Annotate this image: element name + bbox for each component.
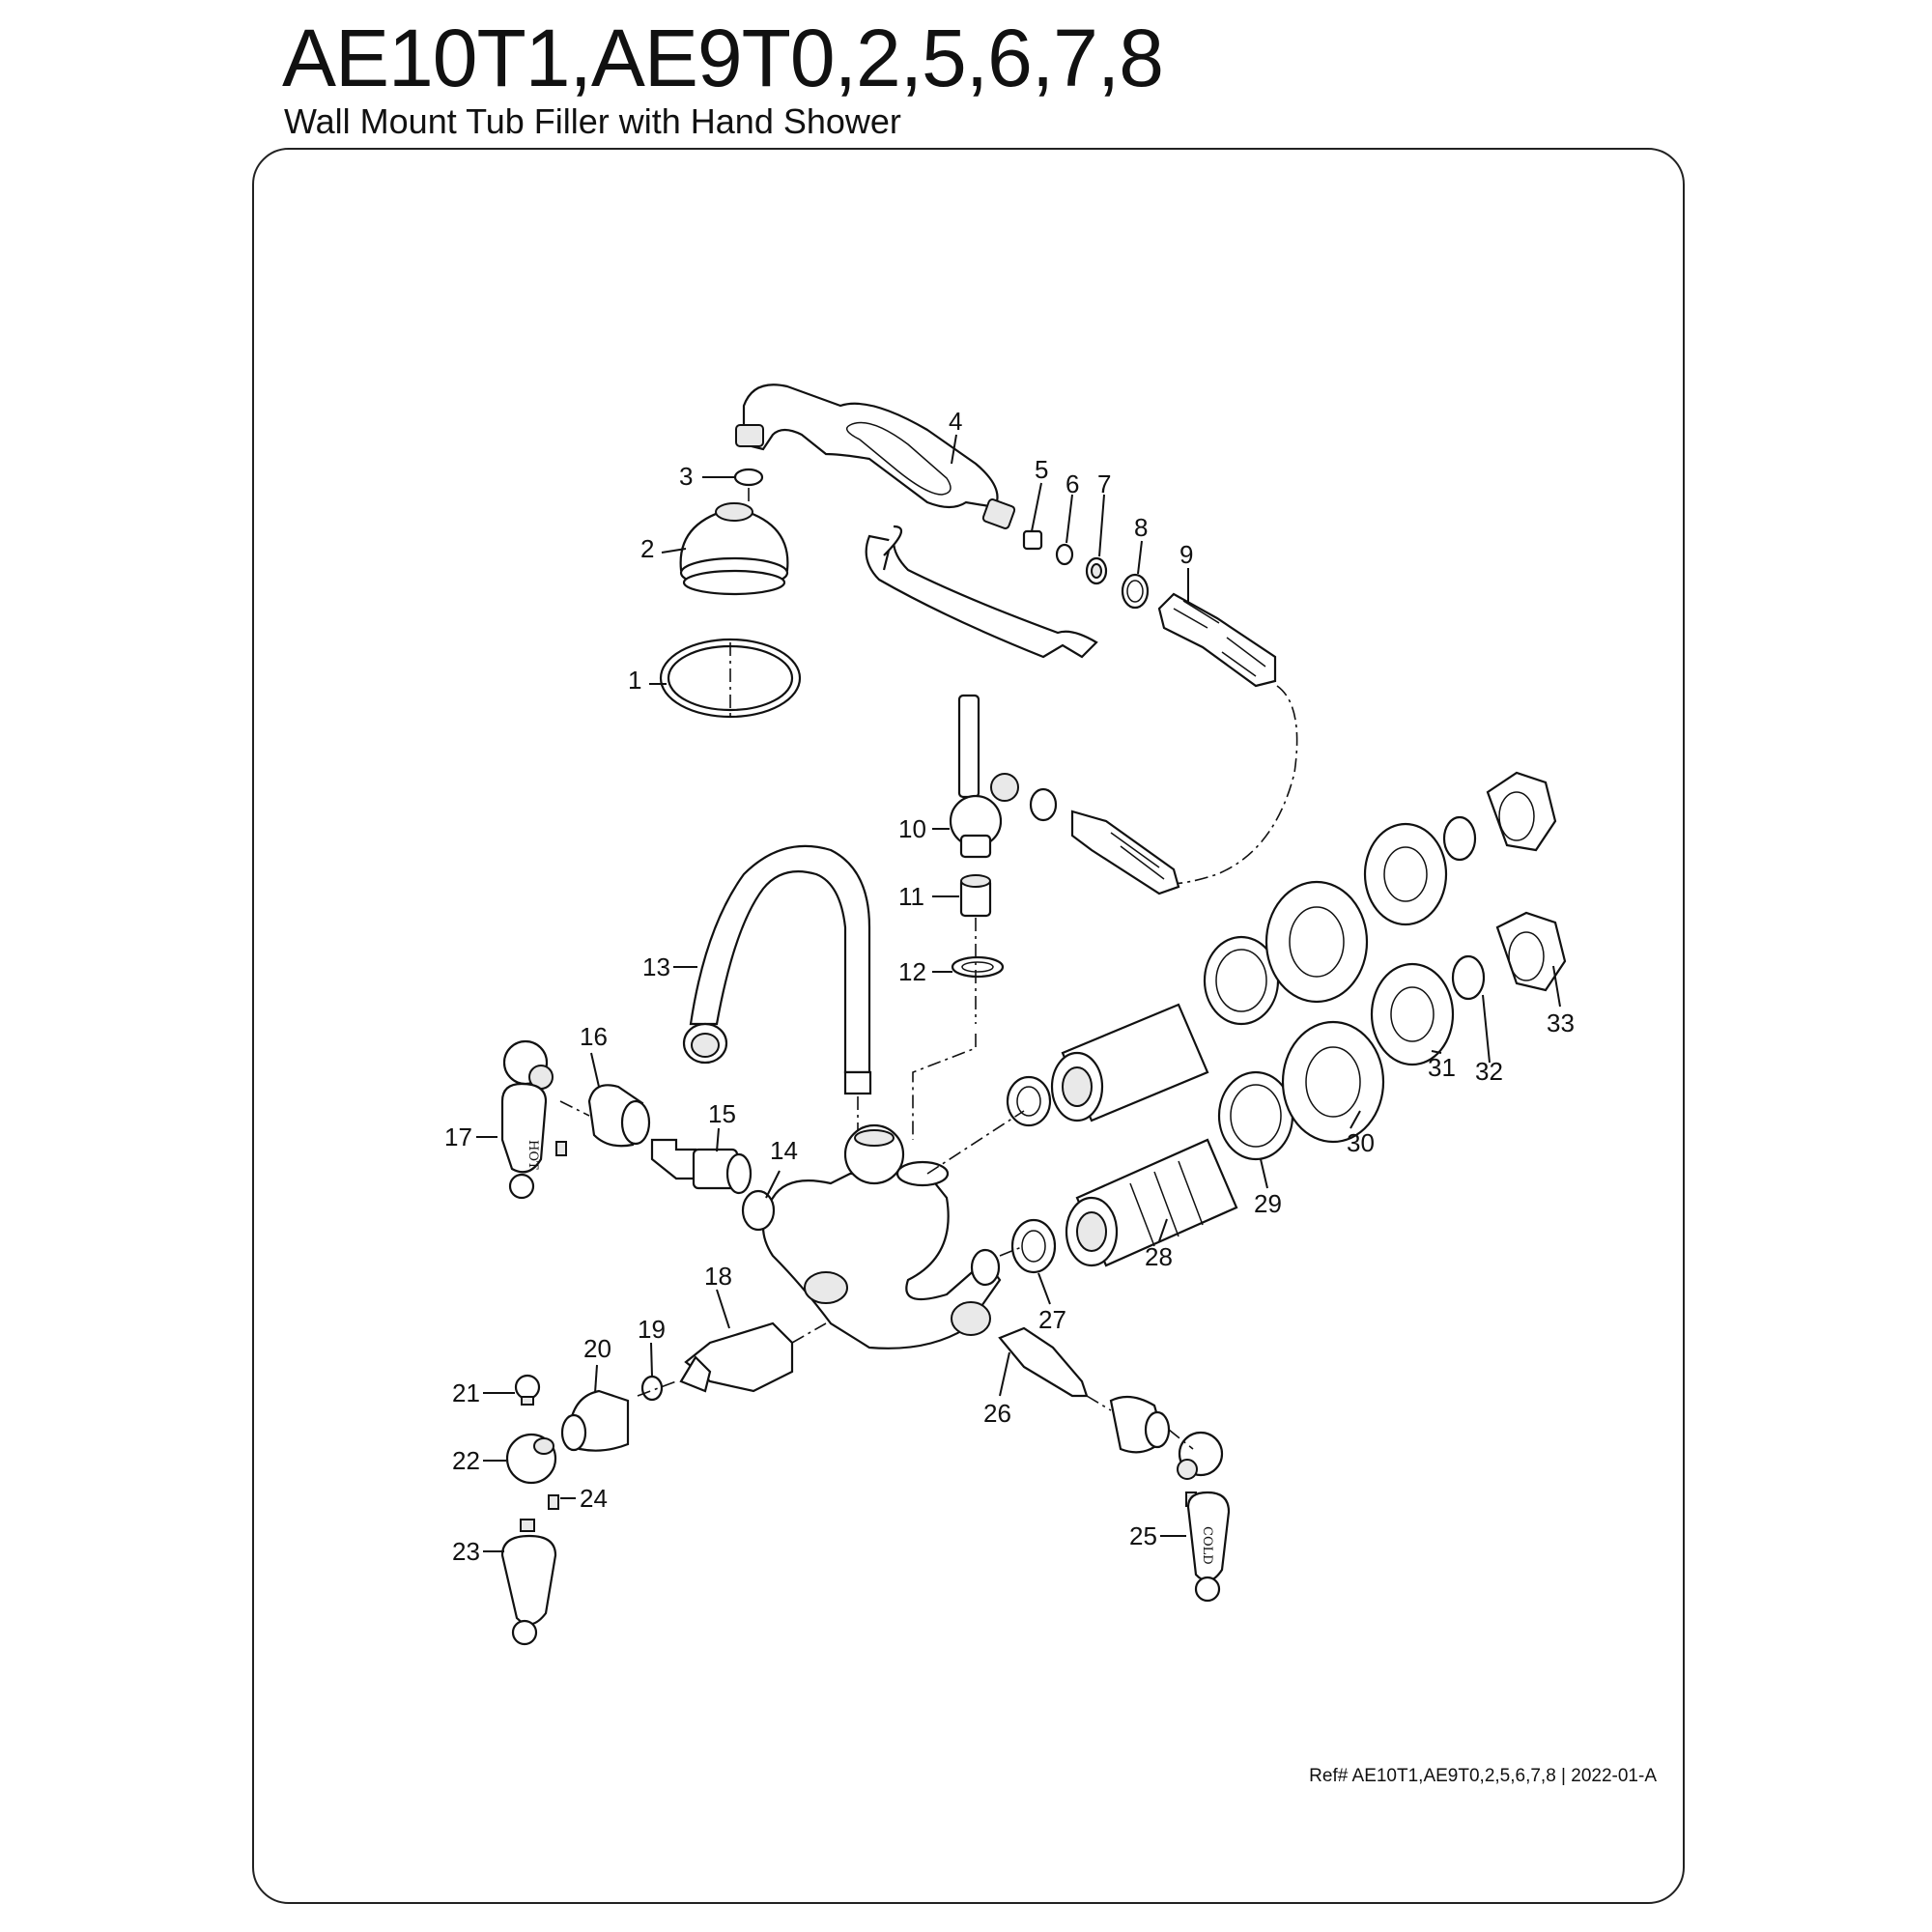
part-2-shower-head [679, 502, 789, 596]
callout-25: 25 [1129, 1521, 1157, 1550]
callout-23: 23 [452, 1537, 480, 1566]
part-5-flow-restrictor [1022, 529, 1043, 551]
callout-20: 20 [583, 1334, 611, 1363]
callout-14: 14 [770, 1136, 798, 1165]
part-33-cap-nut [1495, 911, 1567, 992]
callout-9: 9 [1179, 540, 1193, 569]
callout-11: 11 [898, 882, 924, 911]
cold-label: COLD [1200, 1526, 1214, 1565]
part-9-hose-connector [1157, 592, 1277, 688]
part-23-lever [500, 1519, 557, 1646]
part-25-cold-handle: COLD [1177, 1431, 1231, 1603]
part-21-index-button [514, 1374, 541, 1406]
callout-16: 16 [580, 1022, 608, 1051]
part-19-washer [640, 1375, 664, 1402]
part-6-washer [1055, 543, 1074, 566]
hose-end-fitting [1029, 787, 1180, 895]
part-8-washer [1121, 573, 1150, 610]
callout-12: 12 [898, 957, 926, 986]
upper-flange [1264, 880, 1369, 1004]
diagram-frame [252, 148, 1685, 1904]
callout-33: 33 [1547, 1009, 1575, 1037]
callout-labels: 1 2 3 4 5 6 7 8 9 10 11 12 13 14 15 16 1… [444, 407, 1575, 1566]
part-18-cartridge [679, 1321, 794, 1393]
upper-ring [1363, 822, 1448, 926]
part-10-cradle-support [865, 525, 1098, 859]
page-title: AE10T1,AE9T0,2,5,6,7,8 [282, 13, 1164, 103]
part-28-extension [1065, 1138, 1238, 1267]
part-24-set-screw [548, 1494, 559, 1510]
part-7-screen [1085, 556, 1108, 585]
callout-10: 10 [898, 814, 926, 843]
part-15-cartridge [650, 1138, 753, 1195]
part-22-handle-hub [505, 1433, 557, 1485]
callout-13: 13 [642, 952, 670, 981]
part-4-hand-shower-handle [735, 384, 1016, 529]
cold-escutcheon [1109, 1395, 1171, 1454]
hot-label: HOT [526, 1140, 540, 1170]
part-1-gasket [659, 638, 802, 719]
callout-19: 19 [638, 1315, 666, 1344]
part-32-small-washer [1451, 954, 1486, 1001]
callout-26: 26 [983, 1399, 1011, 1428]
part-16-escutcheon [587, 1084, 651, 1148]
callout-4: 4 [949, 407, 962, 436]
part-31-ring [1370, 962, 1455, 1066]
part-27-washer [1010, 1218, 1057, 1274]
part-17-hot-handle: HOT [500, 1039, 567, 1200]
callout-18: 18 [704, 1262, 732, 1291]
callout-21: 21 [452, 1378, 480, 1407]
part-12-washer [951, 955, 1005, 979]
callout-24: 24 [580, 1484, 608, 1513]
part-11-flow-insert [959, 874, 992, 918]
upper-small-washer [1442, 815, 1477, 862]
callout-6: 6 [1065, 469, 1079, 498]
reference-number: Ref# AE10T1,AE9T0,2,5,6,7,8 | 2022-01-A [1309, 1766, 1657, 1786]
callout-2: 2 [640, 534, 654, 563]
part-29-locknut [1217, 1070, 1294, 1161]
part-14-valve-body [741, 1123, 1002, 1350]
callout-15: 15 [708, 1099, 736, 1128]
part-13-gooseneck-spout [682, 844, 872, 1095]
callout-5: 5 [1035, 455, 1048, 484]
callout-29: 29 [1254, 1189, 1282, 1218]
upper-washer [1006, 1075, 1052, 1127]
callout-3: 3 [679, 462, 693, 491]
callout-22: 22 [452, 1446, 480, 1475]
callout-17: 17 [444, 1122, 472, 1151]
leader-lines [476, 434, 1561, 1552]
callout-27: 27 [1038, 1305, 1066, 1334]
part-30-flange [1281, 1020, 1385, 1144]
part-3-o-ring [733, 468, 764, 487]
callout-30: 30 [1347, 1128, 1375, 1157]
callout-28: 28 [1145, 1242, 1173, 1271]
callout-7: 7 [1097, 469, 1111, 498]
callout-31: 31 [1428, 1053, 1456, 1082]
callout-1: 1 [628, 666, 641, 695]
upper-cap-nut [1486, 771, 1557, 852]
page-subtitle: Wall Mount Tub Filler with Hand Shower [284, 101, 901, 141]
part-26-cartridge [998, 1326, 1089, 1398]
part-20-escutcheon [560, 1389, 630, 1452]
callout-8: 8 [1134, 513, 1148, 542]
upper-extension [1050, 1003, 1209, 1122]
callout-32: 32 [1475, 1057, 1503, 1086]
